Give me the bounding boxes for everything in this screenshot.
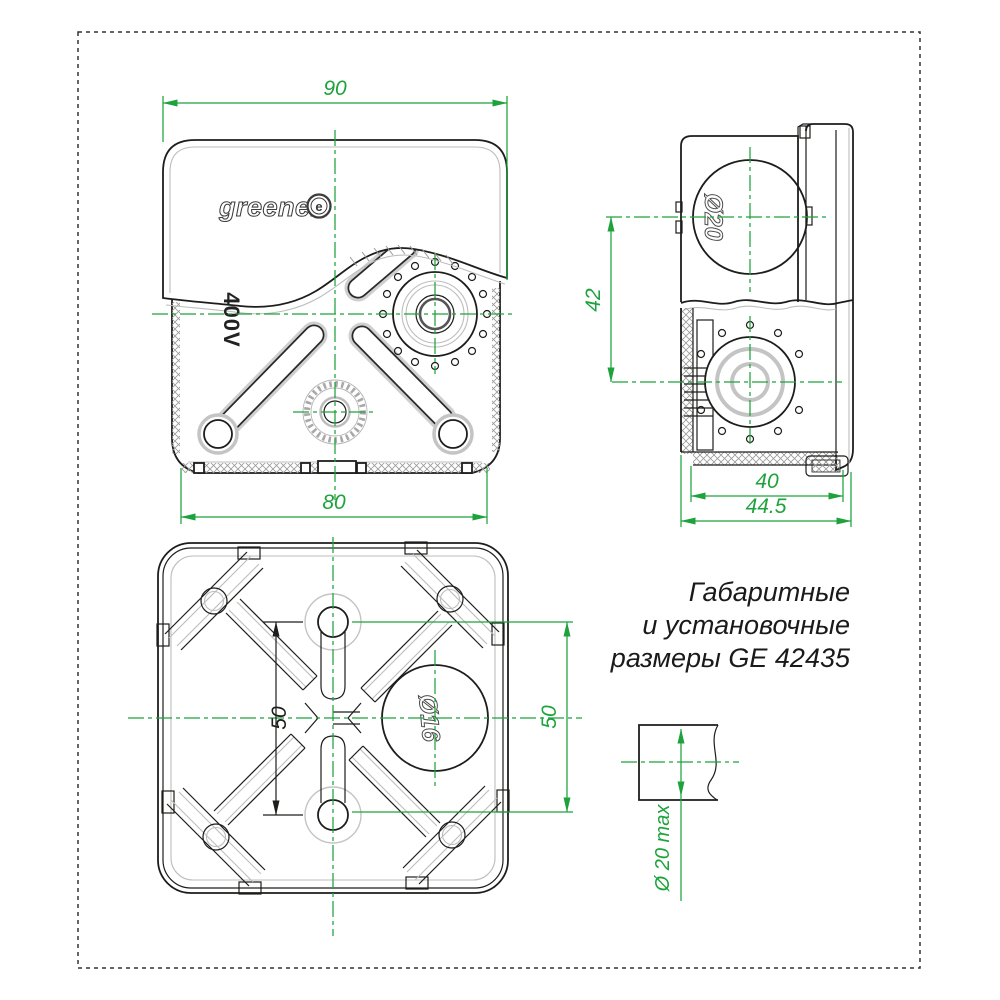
dimension-42: 42: [582, 216, 615, 383]
caption-line-2: и установочные: [642, 610, 850, 640]
dimension-80: 80: [180, 468, 488, 524]
bottom-view: Ø16 50 50: [128, 537, 582, 936]
cable-max-dimension: Ø 20 max: [652, 804, 674, 893]
mounting-holes: [197, 413, 474, 455]
lid-cut-hatch: [349, 244, 454, 267]
svg-text:42: 42: [582, 288, 605, 312]
svg-text:44.5: 44.5: [746, 495, 787, 518]
dimension-50-inner: 50: [263, 621, 303, 816]
sheet-border: [77, 31, 921, 969]
svg-text:80: 80: [322, 491, 346, 514]
side-lid: [805, 123, 854, 472]
corner-rib: [156, 546, 318, 691]
svg-text:50: 50: [538, 705, 561, 729]
side-view: Ø20: [582, 123, 854, 527]
dimension-50-right: 50: [352, 621, 573, 813]
dimension-90: 90: [162, 77, 508, 280]
caption-line-1: Габаритные: [689, 577, 850, 607]
caption-line-3: размеры GE 42435: [610, 643, 851, 673]
brand-logo: greenel: [218, 192, 319, 222]
caption: Габаритные и установочные размеры GE 424…: [610, 577, 851, 673]
dimension-44-5: 44.5: [680, 455, 852, 527]
latch-detail: [805, 455, 849, 477]
front-view: greenel e 400V 90 80: [152, 77, 516, 524]
voltage-marking: 400V: [219, 292, 244, 347]
centre-ribs: [304, 702, 362, 734]
svg-text:40: 40: [755, 470, 779, 493]
svg-text:e: e: [315, 199, 322, 214]
svg-text:90: 90: [323, 77, 347, 100]
greenel-emblem-icon: e: [306, 193, 332, 219]
dimension-40: 40: [690, 466, 844, 502]
screw-slots: [216, 233, 457, 435]
svg-text:50: 50: [268, 706, 291, 730]
cable-detail-view: Ø 20 max: [621, 724, 739, 901]
